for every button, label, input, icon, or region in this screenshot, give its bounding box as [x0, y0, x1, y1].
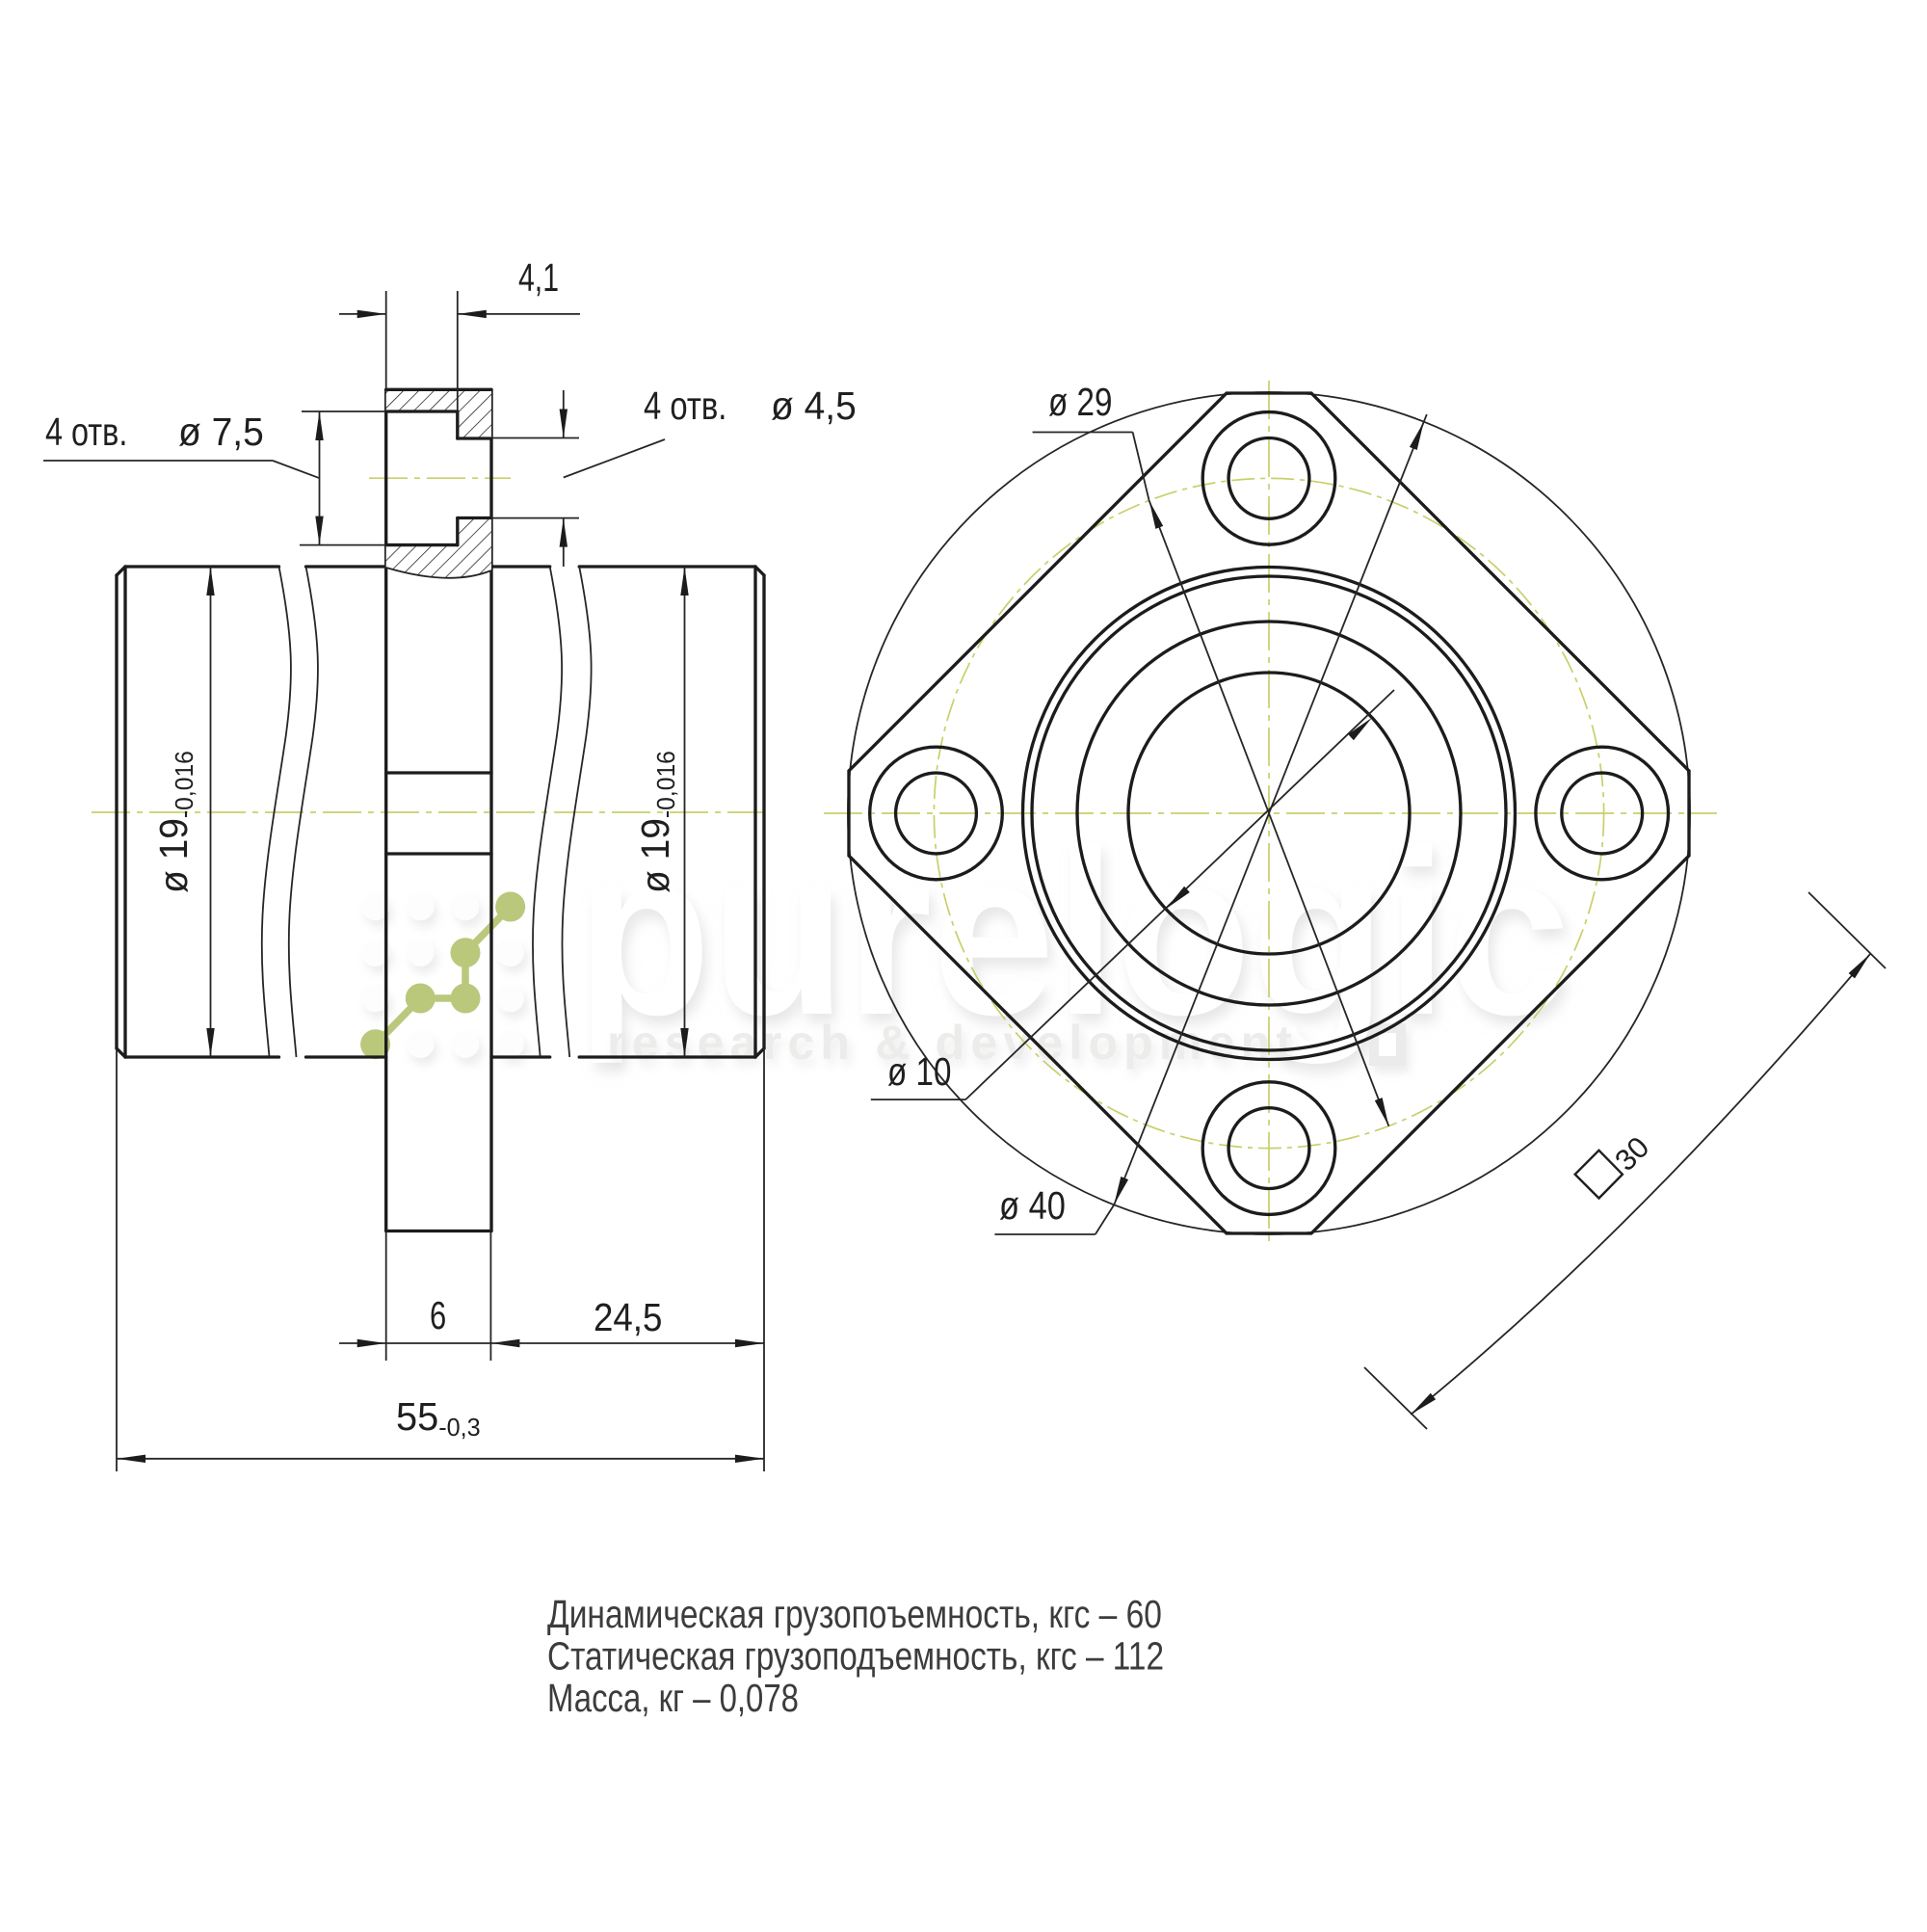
svg-text:4 отв.: 4 отв. — [45, 410, 127, 453]
svg-text:24,5: 24,5 — [594, 1296, 662, 1339]
svg-text:55-0,3: 55-0,3 — [396, 1393, 481, 1442]
svg-text:4 отв.: 4 отв. — [644, 383, 726, 427]
svg-text:ø 4,5: ø 4,5 — [771, 384, 857, 428]
svg-text:ø 7,5: ø 7,5 — [178, 410, 264, 454]
svg-text:Масса, кг – 0,078: Масса, кг – 0,078 — [547, 1676, 799, 1720]
svg-text:6: 6 — [430, 1293, 446, 1337]
svg-text:ø 40: ø 40 — [999, 1184, 1066, 1228]
svg-text:ø 29: ø 29 — [1048, 380, 1112, 424]
svg-text:Динамическая грузопоъемность,: Динамическая грузопоъемность, кгс – 60 — [547, 1592, 1162, 1636]
svg-text:4,1: 4,1 — [518, 254, 559, 300]
svg-text:Статическая грузоподъемность,: Статическая грузоподъемность, кгс – 112 — [547, 1633, 1164, 1678]
svg-text:research & development: research & development — [607, 1016, 1298, 1070]
svg-text:ø 10: ø 10 — [887, 1049, 951, 1094]
